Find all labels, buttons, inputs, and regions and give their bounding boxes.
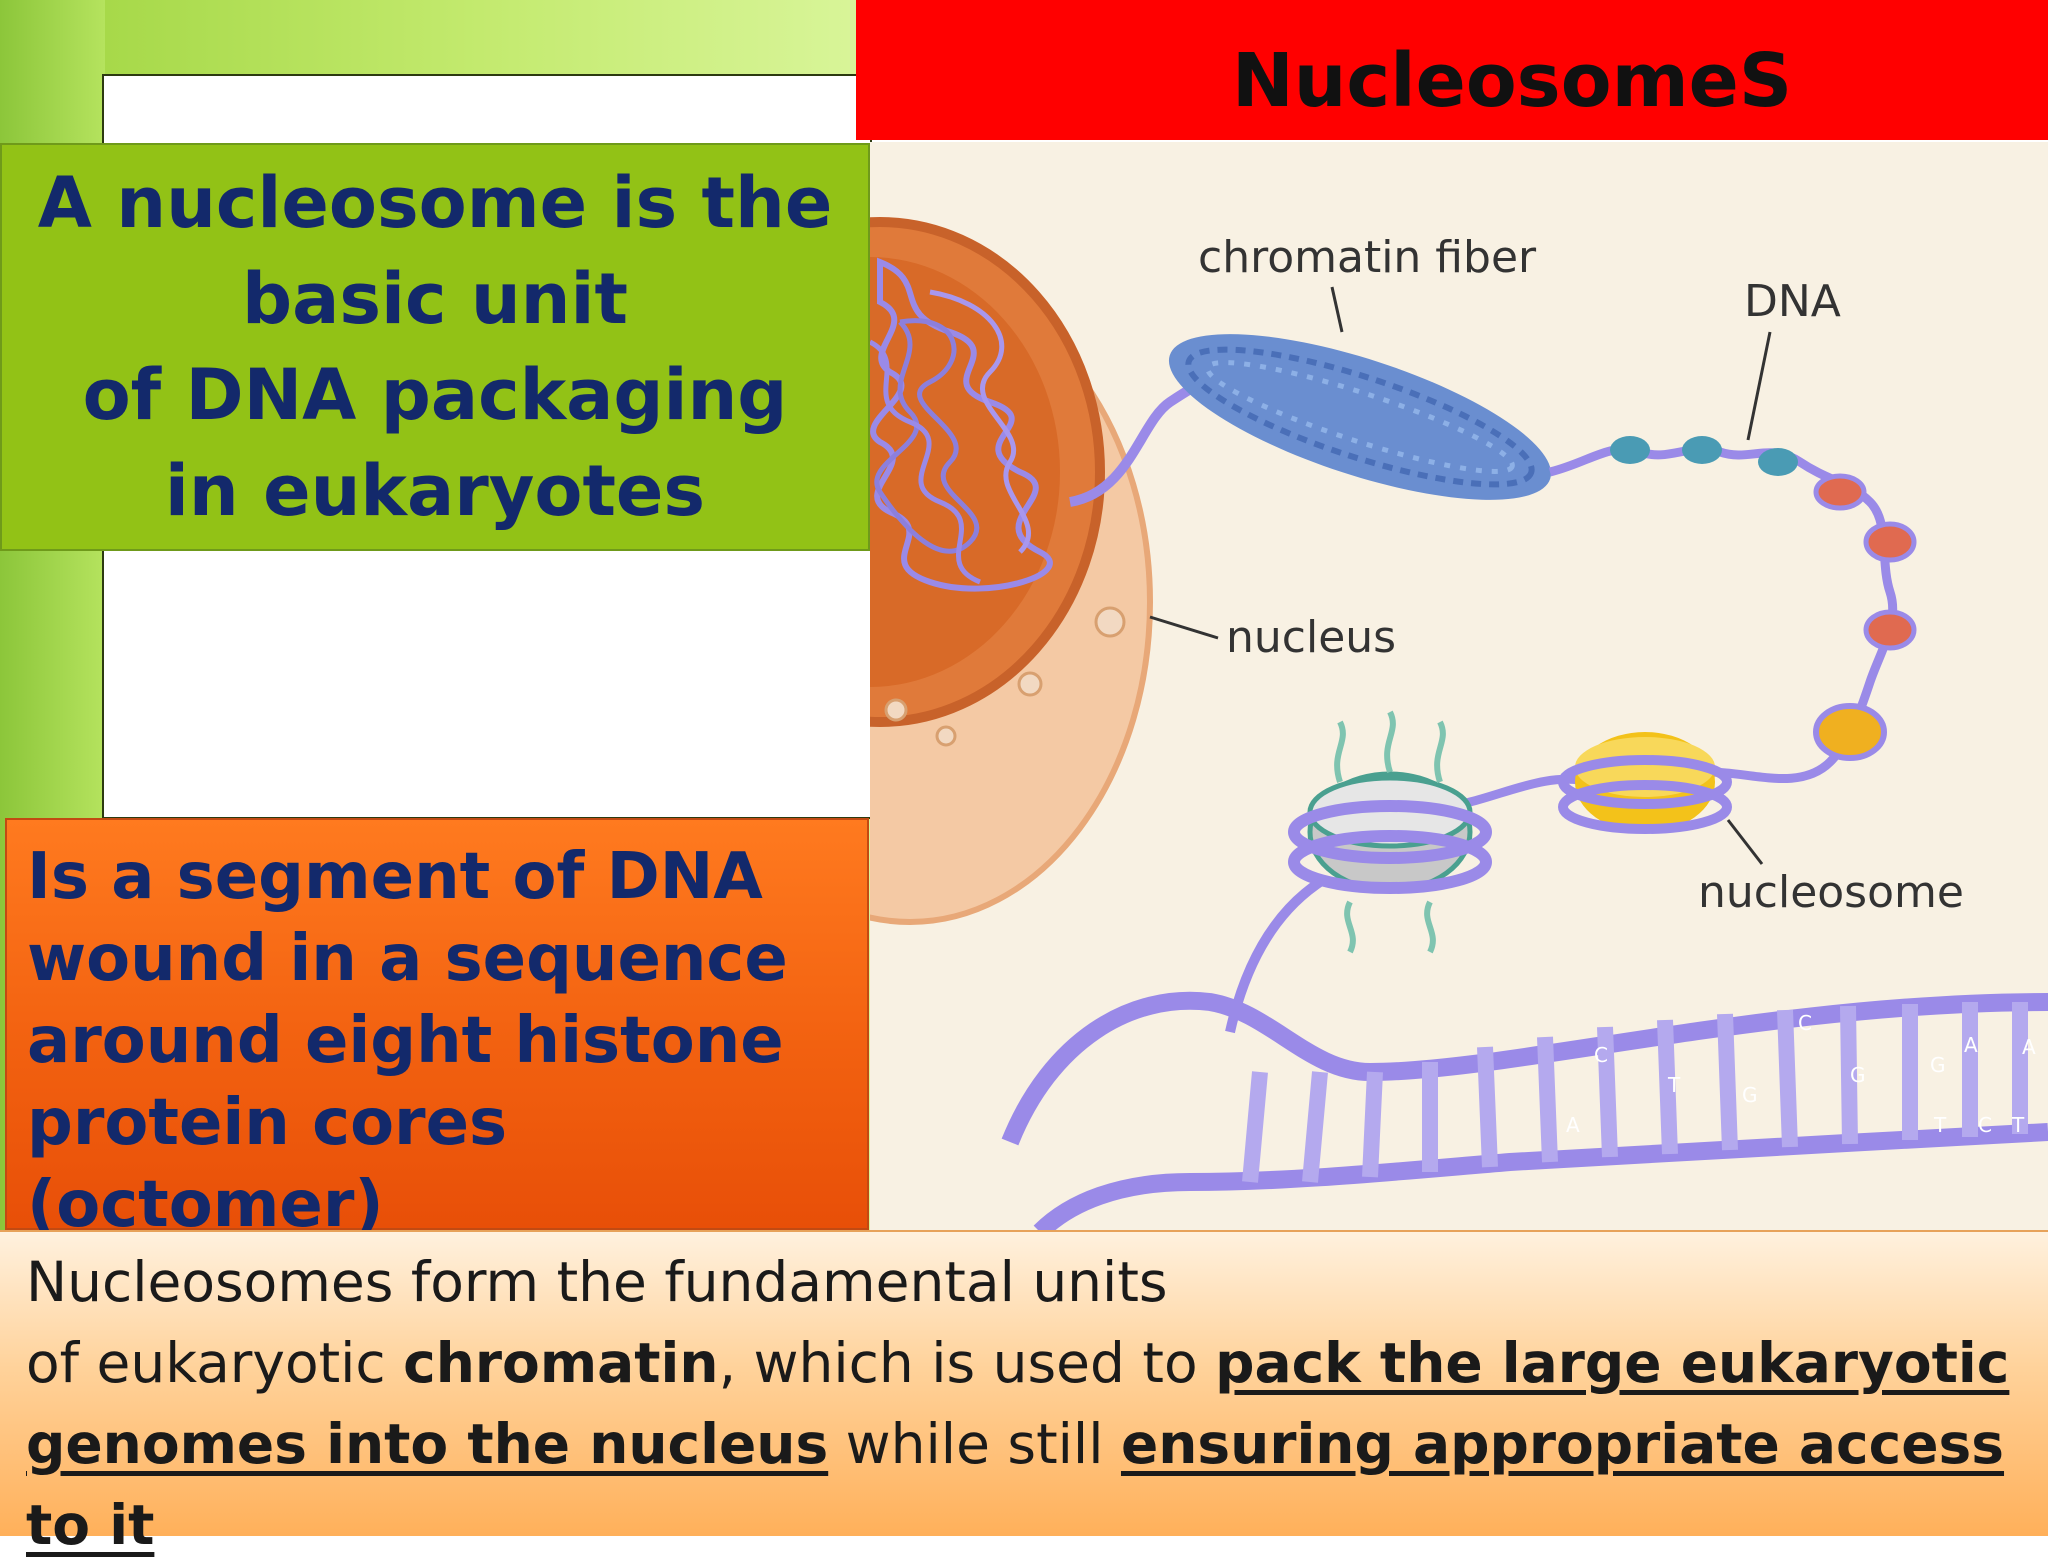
nucleosome-yellow <box>1558 732 1732 834</box>
diagram-svg: C G T A G C A T C G A T chromatin fiber … <box>655 217 2048 1239</box>
svg-text:G: G <box>1850 1063 1866 1087</box>
nucleosome-leader <box>1726 819 1764 865</box>
summary-text: Nucleosomes form the fundamental units o… <box>26 1242 2016 1566</box>
dna-leader <box>1746 331 1772 441</box>
chromatin-fiber-leader <box>1330 286 1344 333</box>
definition-text: A nucleosome is the basic unit of DNA pa… <box>37 162 833 532</box>
svg-text:C: C <box>1594 1043 1608 1067</box>
svg-text:G: G <box>1742 1083 1758 1107</box>
dna-double-helix <box>1001 877 2048 1239</box>
chromatin-fiber-illustration <box>1168 334 1552 500</box>
svg-text:A: A <box>1964 1033 1978 1057</box>
svg-text:A: A <box>2022 1035 2036 1059</box>
svg-text:A: A <box>1566 1113 1580 1137</box>
title-bar: NucleosomeS <box>856 0 2048 140</box>
base-letters: C G T A G C A T C G A T <box>1566 1011 2036 1137</box>
summary-box: Nucleosomes form the fundamental units o… <box>0 1230 2048 1557</box>
nucleus-illustration <box>655 217 1153 925</box>
definition-box: A nucleosome is the basic unit of DNA pa… <box>0 143 870 551</box>
label-chromatin-fiber: chromatin fiber <box>1198 232 1537 283</box>
summary-line-1: Nucleosomes form the fundamental units <box>26 1250 1168 1314</box>
svg-text:T: T <box>1667 1073 1681 1097</box>
nucleosome-gray <box>1288 710 1492 954</box>
summary-text-part: of eukaryotic <box>26 1331 404 1395</box>
svg-text:C: C <box>1978 1113 1992 1137</box>
label-nucleus: nucleus <box>1226 612 1396 663</box>
svg-text:T: T <box>1933 1113 1947 1137</box>
segment-text: Is a segment of DNA wound in a sequence … <box>27 840 788 1242</box>
slide-title: NucleosomeS <box>1231 38 1793 124</box>
summary-keyword-chromatin: chromatin <box>403 1331 719 1395</box>
nucleosome-diagram: C G T A G C A T C G A T chromatin fiber … <box>655 142 2048 1239</box>
svg-text:T: T <box>2011 1113 2025 1137</box>
label-nucleosome: nucleosome <box>1698 867 1964 918</box>
summary-text-part: , which is used to <box>718 1331 1216 1395</box>
svg-text:G: G <box>1930 1053 1946 1077</box>
svg-text:C: C <box>1798 1011 1812 1035</box>
small-nucleosomes <box>1610 436 1917 761</box>
segment-box: Is a segment of DNA wound in a sequence … <box>5 818 869 1242</box>
summary-text-part: while still <box>828 1412 1121 1476</box>
nucleus-leader <box>1149 615 1219 640</box>
summary-emphasis-pack: pack the large eukaryotic genomes into t… <box>26 1331 2010 1476</box>
label-dna: DNA <box>1744 276 1841 327</box>
summary-emphasis-access: ensuring appropriate access to it <box>26 1412 2005 1557</box>
